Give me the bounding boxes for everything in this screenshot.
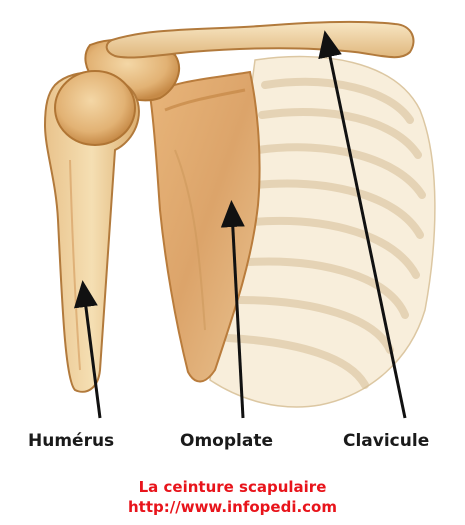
clavicle-bone — [107, 22, 414, 58]
caption-title: La ceinture scapulaire — [0, 480, 465, 495]
label-humerus: Humérus — [28, 433, 114, 450]
label-omoplate: Omoplate — [180, 433, 273, 450]
caption-url: http://www.infopedi.com — [0, 500, 465, 515]
label-clavicule: Clavicule — [343, 433, 429, 450]
